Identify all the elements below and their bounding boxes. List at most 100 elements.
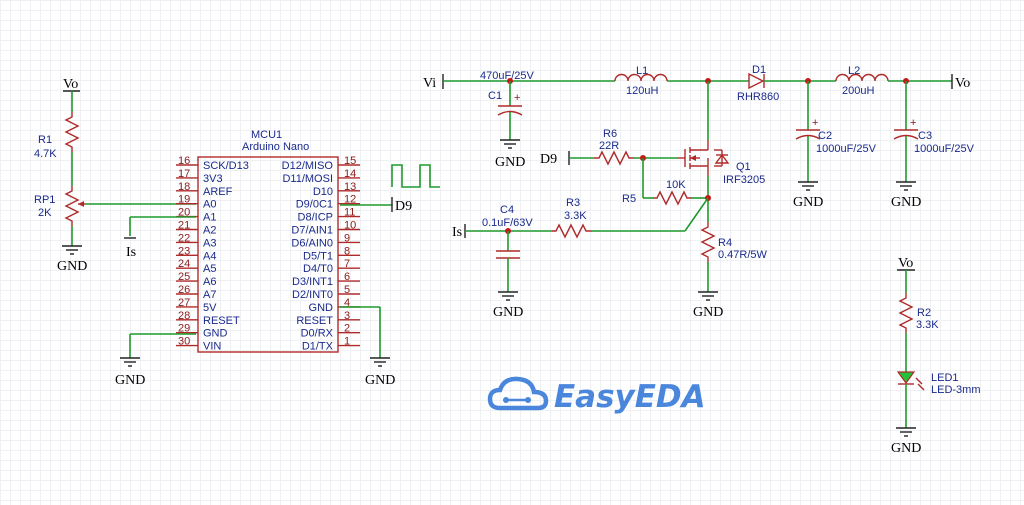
net-label-gnd: GND <box>891 441 921 456</box>
mcu-pin-number: 25 <box>178 271 190 283</box>
l2-value: 200uH <box>842 85 874 97</box>
led-led1[interactable] <box>896 371 925 391</box>
resistor-r5[interactable] <box>653 190 692 206</box>
mcu-pin-name: VIN <box>203 341 221 353</box>
c3-value: 1000uF/25V <box>914 143 975 155</box>
r5-ref: R5 <box>622 193 636 205</box>
mcu-pin-name: D3/INT1 <box>292 276 333 288</box>
mcu-pin-name: D6/AIN0 <box>291 237 333 249</box>
mcu-pin-name: AREF <box>203 186 233 198</box>
mcu-pin-name: A1 <box>203 212 216 224</box>
d1-ref: D1 <box>752 64 766 76</box>
d1-value: RHR860 <box>737 91 779 103</box>
net-label-vi: Vi <box>423 76 436 91</box>
mcu-pin-number: 14 <box>344 168 356 180</box>
r6-ref: R6 <box>603 128 617 140</box>
diode-d1[interactable] <box>748 72 765 90</box>
mosfet-q1[interactable] <box>677 140 730 176</box>
mcu-pin-name: D2/INT0 <box>292 289 333 301</box>
mcu-pin-number: 13 <box>344 181 356 193</box>
led1-value: LED-3mm <box>931 384 981 396</box>
resistor-r3[interactable] <box>552 223 592 239</box>
mcu-pin-number: 10 <box>344 220 356 232</box>
mcu1-ref: MCU1 <box>251 129 282 141</box>
inductor-l2[interactable] <box>835 73 889 82</box>
net-label-d9-gate: D9 <box>540 152 557 167</box>
net-label-gnd: GND <box>693 305 723 320</box>
mcu-pin-name: A0 <box>203 199 216 211</box>
r6-value: 22R <box>599 140 619 152</box>
c1-ref: C1 <box>488 90 502 102</box>
mcu-pin-number: 18 <box>178 181 190 193</box>
r1-ref: R1 <box>38 134 52 146</box>
mcu-pin-name: A5 <box>203 263 216 275</box>
mcu-pin-name: 3V3 <box>203 173 223 185</box>
capacitor-c3[interactable]: + <box>893 117 919 140</box>
mcu-pin-name: GND <box>203 328 228 340</box>
q1-ref: Q1 <box>736 161 751 173</box>
mcu-pin-number: 20 <box>178 207 190 219</box>
mcu-pin-number: 22 <box>178 232 190 244</box>
r1-value: 4.7K <box>34 148 57 160</box>
mcu-pin-name: A4 <box>203 250 216 262</box>
mcu-pin-name: D7/AIN1 <box>291 225 333 237</box>
mcu-pin-number: 4 <box>344 297 350 309</box>
net-label-gnd: GND <box>57 259 87 274</box>
power-rail: Vi 470uF/25V C1 + GND L1 120uH D1 RHR860 <box>423 64 975 210</box>
r1-rp1-section: Vo R1 4.7K RP1 2K GND <box>34 77 196 274</box>
c1-value: 470uF/25V <box>480 70 534 82</box>
mcu-pin-name: D12/MISO <box>282 160 334 172</box>
l1-ref: L1 <box>636 65 648 77</box>
mcu-pin-number: 30 <box>178 336 190 348</box>
net-label-gnd: GND <box>365 373 395 388</box>
mcu-pin-number: 27 <box>178 297 190 309</box>
mcu-pin-number: 24 <box>178 258 190 270</box>
net-label-vo-led: Vo <box>898 256 913 271</box>
mcu-pin-name: D10 <box>313 186 333 198</box>
resistor-r4[interactable] <box>700 222 716 262</box>
easyeda-logo: EasyEDA <box>487 376 706 415</box>
resistor-r1[interactable] <box>64 112 80 152</box>
potentiometer-rp1[interactable] <box>64 186 80 226</box>
mcu-pin-name: RESET <box>296 315 333 327</box>
net-label-gnd: GND <box>115 373 145 388</box>
led1-ref: LED1 <box>931 372 959 384</box>
mcu1-body <box>197 156 339 353</box>
mcu-pin-name: D8/ICP <box>298 212 333 224</box>
mcu-pin-number: 28 <box>178 310 190 322</box>
r2-ref: R2 <box>917 307 931 319</box>
pwm-waveform-icon <box>391 164 440 188</box>
mcu-pin-name: A3 <box>203 237 216 249</box>
net-label-gnd: GND <box>493 305 523 320</box>
mcu-pin-name: RESET <box>203 315 240 327</box>
mcu-pin-number: 3 <box>344 310 350 322</box>
q1-value: IRF3205 <box>723 174 765 186</box>
net-label-gnd: GND <box>793 195 823 210</box>
mcu-pin-number: 11 <box>344 207 355 219</box>
svg-text:+: + <box>514 92 520 104</box>
svg-text:+: + <box>910 117 916 129</box>
mcu-pin-number: 19 <box>178 194 190 206</box>
rp1-value: 2K <box>38 207 52 219</box>
resistor-r6[interactable] <box>594 150 634 166</box>
capacitor-c1[interactable]: + <box>497 92 523 116</box>
net-label-vo-right: Vo <box>955 76 970 91</box>
mcu-pin-name: GND <box>309 302 334 314</box>
mcu-pin-number: 2 <box>344 323 350 335</box>
capacitor-c2[interactable]: + <box>795 117 821 140</box>
inductor-l1[interactable] <box>614 73 668 82</box>
mcu-pin-name: A7 <box>203 289 216 301</box>
mcu-pin-number: 23 <box>178 245 190 257</box>
mcu-pin-number: 16 <box>178 155 190 167</box>
mcu-pin-number: 29 <box>178 323 190 335</box>
capacitor-c4[interactable] <box>496 250 520 259</box>
resistor-r2[interactable] <box>898 293 914 333</box>
net-label-is-mcu: Is <box>126 245 136 260</box>
svg-text:+: + <box>812 117 818 129</box>
net-label-is-filter: Is <box>452 225 462 240</box>
net-label-gnd: GND <box>891 195 921 210</box>
mcu1-model: Arduino Nano <box>242 141 309 153</box>
